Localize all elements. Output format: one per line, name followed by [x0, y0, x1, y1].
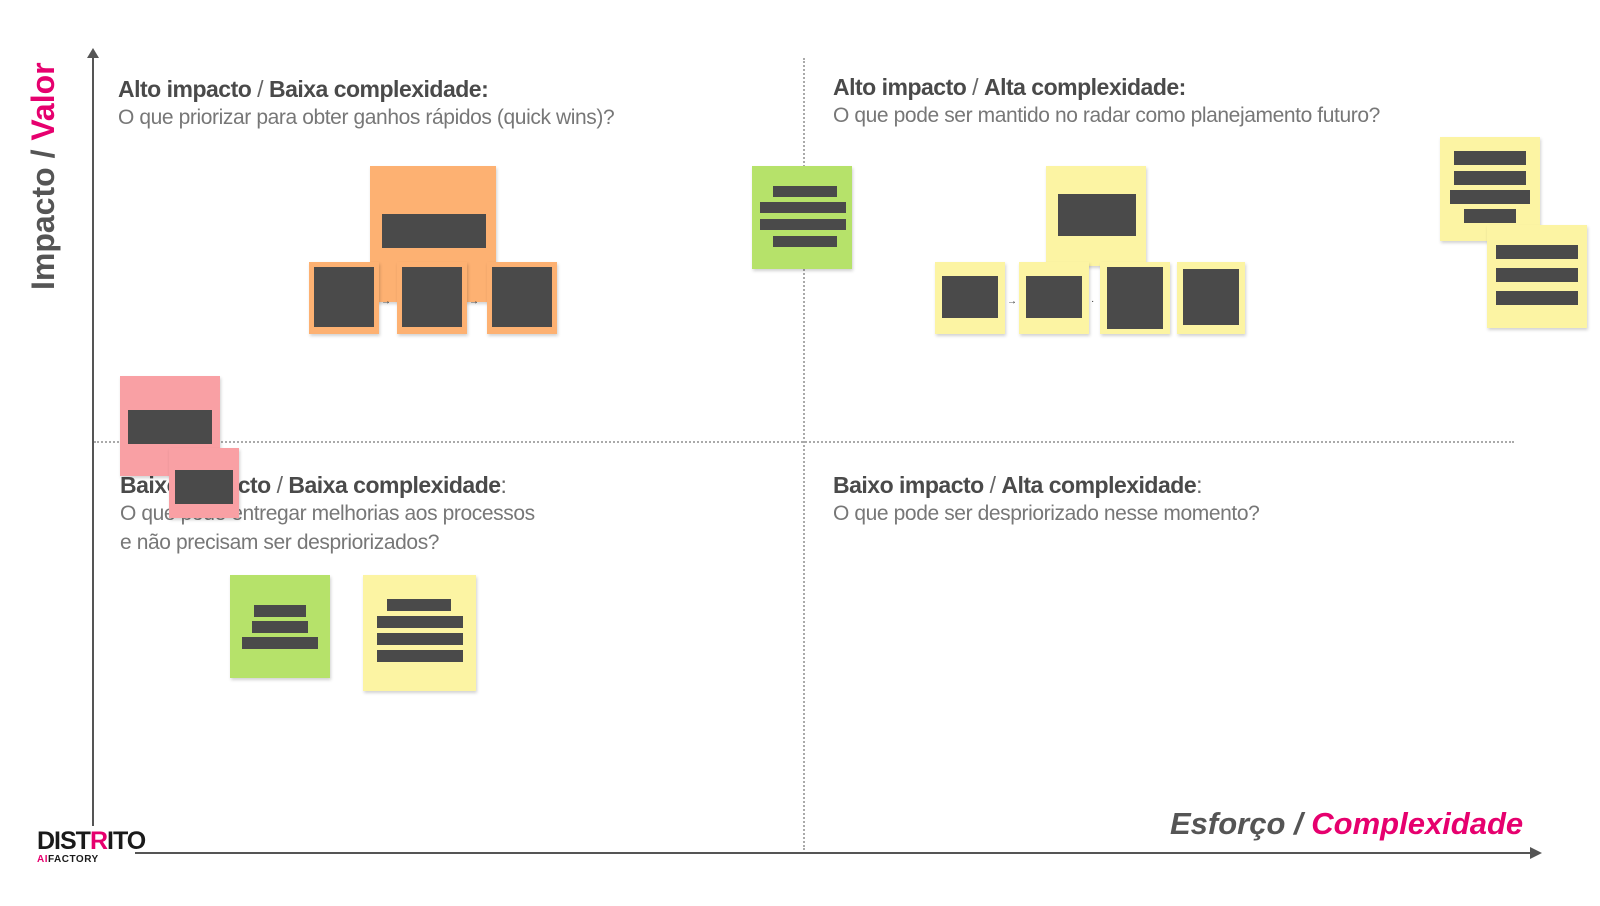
- x-axis-label: Esforço / Complexidade: [1170, 806, 1524, 842]
- logo-part: ITO: [107, 827, 146, 855]
- sticky-note-pink[interactable]: [169, 448, 239, 518]
- title-end: :: [500, 472, 507, 498]
- quadrant-top-right: Alto impacto / Alta complexidade: O que …: [833, 74, 1380, 130]
- redacted-text-block: [1496, 245, 1578, 259]
- redacted-text-block: [492, 267, 552, 327]
- sticky-note-yellow[interactable]: [935, 262, 1005, 334]
- title-separator: /: [983, 472, 1002, 498]
- quadrant-title: Alto impacto / Baixa complexidade:: [118, 76, 614, 103]
- connector-arrow-icon: →: [381, 296, 391, 307]
- sticky-note-orange[interactable]: [309, 262, 379, 334]
- x-axis-label-part1: Esforço /: [1170, 806, 1312, 841]
- title-part-b: Alta complexidade: [1001, 472, 1197, 498]
- logo-part: R: [89, 827, 108, 855]
- redacted-text-block: [402, 267, 462, 327]
- title-part-b: Baixa complexidade:: [268, 76, 489, 102]
- redacted-text-block: [377, 616, 463, 628]
- redacted-text-block: [377, 650, 463, 662]
- logo-part: DIST: [37, 827, 91, 855]
- sticky-note-yellow[interactable]: [1100, 262, 1170, 334]
- x-axis-arrow-icon: [1530, 847, 1542, 859]
- title-part-a: Alto impacto: [118, 76, 252, 102]
- redacted-text-block: [1496, 291, 1578, 305]
- sticky-note-orange[interactable]: [397, 262, 467, 334]
- redacted-text-block: [314, 267, 374, 327]
- sticky-note-yellow[interactable]: [1487, 225, 1587, 328]
- connector-arrow-icon: →: [469, 296, 479, 307]
- title-part-a: Alto impacto: [833, 74, 967, 100]
- y-axis-label-part2: Valor: [25, 62, 61, 141]
- quadrant-top-left: Alto impacto / Baixa complexidade: O que…: [118, 76, 615, 132]
- sticky-note-green[interactable]: [230, 575, 330, 678]
- connector-arrow-icon: ·: [1091, 296, 1095, 307]
- title-part-a: Baixo impacto: [833, 472, 984, 498]
- redacted-text-block: [760, 219, 846, 230]
- x-axis-line: [135, 852, 1533, 854]
- redacted-text-block: [1464, 209, 1516, 223]
- sticky-note-yellow[interactable]: [1019, 262, 1089, 334]
- redacted-text-block: [1450, 190, 1530, 204]
- redacted-text-block: [942, 276, 998, 318]
- redacted-text-block: [1107, 267, 1163, 329]
- redacted-text-block: [1454, 151, 1526, 165]
- title-part-b: Alta complexidade:: [983, 74, 1186, 100]
- redacted-text-block: [387, 599, 451, 611]
- sticky-note-orange[interactable]: [487, 262, 557, 334]
- quadrant-bottom-right: Baixo impacto / Alta complexidade: O que…: [833, 472, 1260, 528]
- quadrant-title: Baixo impacto / Alta complexidade:: [833, 472, 1259, 499]
- redacted-text-block: [382, 214, 486, 248]
- horizontal-quadrant-divider: [94, 441, 1514, 443]
- quadrant-subtitle: O que priorizar para obter ganhos rápido…: [118, 106, 615, 129]
- redacted-text-block: [242, 637, 318, 649]
- y-axis-arrow-icon: [87, 48, 99, 58]
- title-separator: /: [966, 74, 984, 100]
- title-separator: /: [251, 76, 269, 102]
- redacted-text-block: [773, 186, 837, 197]
- sticky-note-yellow[interactable]: [1177, 262, 1245, 334]
- redacted-text-block: [1058, 194, 1136, 236]
- x-axis-label-part2: Complexidade: [1311, 806, 1524, 841]
- logo-subline: AIFACTORY: [37, 854, 147, 866]
- redacted-text-block: [760, 202, 846, 213]
- quadrant-subtitle-line2: e não precisam ser despriorizados?: [120, 531, 440, 554]
- logo-part: AI: [37, 854, 48, 865]
- distrito-factory-logo: DISTRITO AIFACTORY: [37, 828, 147, 866]
- quadrant-subtitle: O que pode ser mantido no radar como pla…: [833, 104, 1380, 127]
- logo-wordmark: DISTRITO: [37, 828, 147, 854]
- redacted-text-block: [254, 605, 306, 617]
- title-end: :: [1196, 472, 1203, 498]
- connector-arrow-icon: →: [1007, 296, 1017, 307]
- redacted-text-block: [1496, 268, 1578, 282]
- y-axis-label: Impacto / Valor: [25, 50, 65, 290]
- redacted-text-block: [1454, 171, 1526, 185]
- quadrant-title: Alto impacto / Alta complexidade:: [833, 74, 1380, 101]
- redacted-text-block: [1183, 269, 1239, 325]
- sticky-note-yellow[interactable]: [1046, 166, 1146, 266]
- y-axis-label-part1: Impacto /: [25, 140, 61, 290]
- quadrant-subtitle: O que pode ser despriorizado nesse momen…: [833, 502, 1260, 525]
- vertical-quadrant-divider: [803, 58, 805, 850]
- sticky-note-yellow[interactable]: [1440, 137, 1540, 241]
- title-part-b: Baixa complexidade: [288, 472, 501, 498]
- sticky-note-yellow[interactable]: [363, 575, 476, 691]
- title-separator: /: [270, 472, 289, 498]
- redacted-text-block: [1026, 276, 1082, 318]
- logo-part: FACTORY: [48, 854, 99, 865]
- redacted-text-block: [773, 236, 837, 247]
- redacted-text-block: [175, 470, 233, 504]
- sticky-note-green[interactable]: [752, 166, 852, 269]
- redacted-text-block: [252, 621, 308, 633]
- redacted-text-block: [377, 633, 463, 645]
- redacted-text-block: [128, 410, 212, 444]
- y-axis-line: [92, 56, 94, 826]
